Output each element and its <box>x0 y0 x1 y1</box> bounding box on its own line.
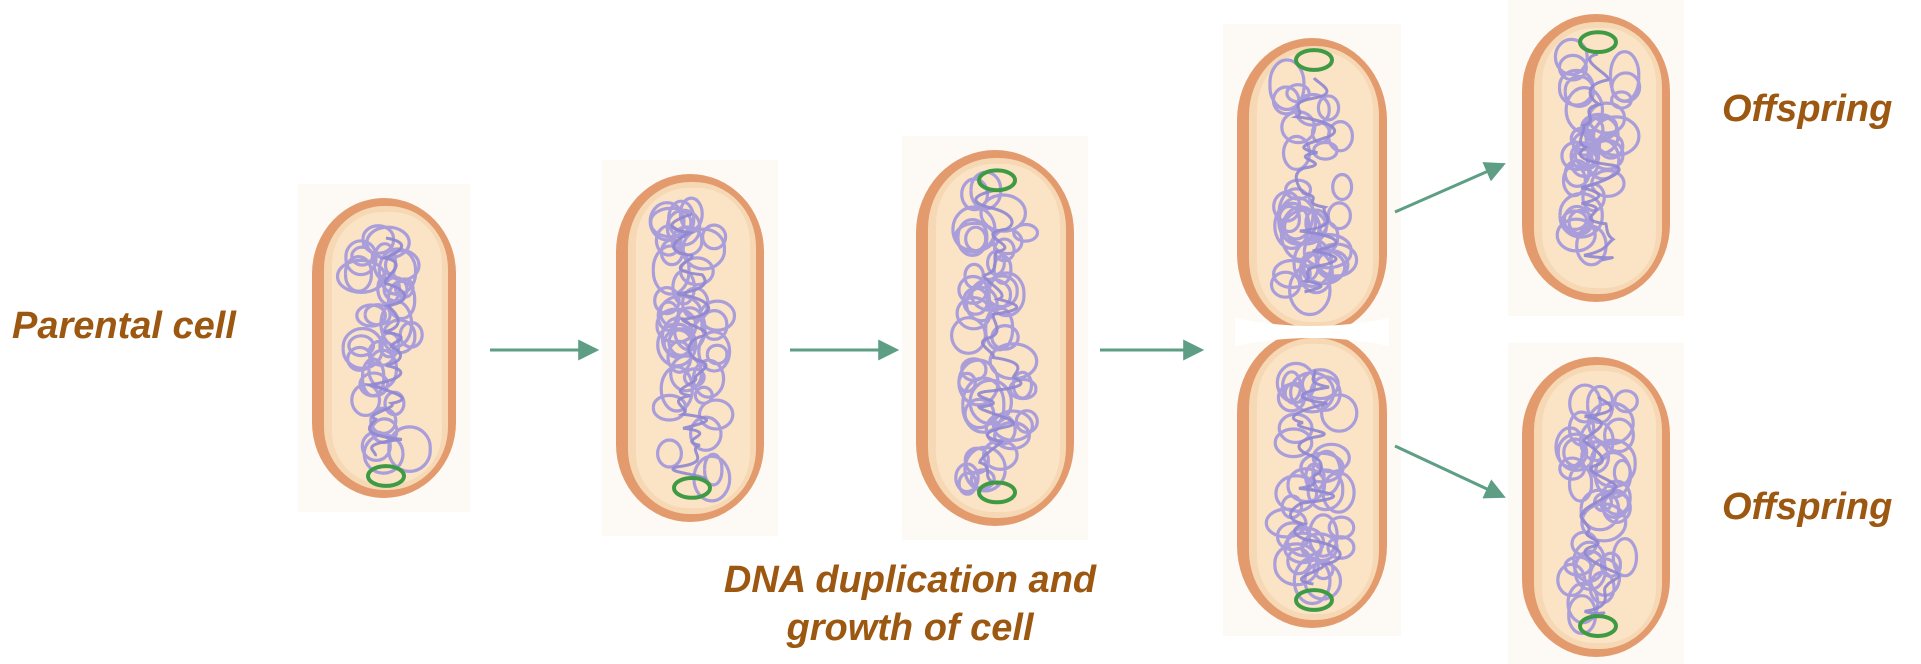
parental-cell-label: Parental cell <box>12 303 236 351</box>
dividing-cell <box>1223 24 1401 636</box>
dna-duplication-line1: DNA duplication and <box>700 557 1120 605</box>
right-arrow-icon <box>1395 446 1502 496</box>
offspring-bottom-label: Offspring <box>1722 484 1892 532</box>
dna-duplication-line2: growth of cell <box>700 605 1120 653</box>
cytoplasm <box>936 164 1060 512</box>
grown-cell <box>902 136 1088 540</box>
dna-duplication-label: DNA duplication and growth of cell <box>700 557 1120 652</box>
offspring-cell-top <box>1508 0 1684 316</box>
right-arrow-icon <box>1395 165 1502 212</box>
offspring-cell-bottom <box>1508 343 1684 664</box>
parental-cell <box>298 184 470 512</box>
offspring-top-label: Offspring <box>1722 86 1892 134</box>
elongating-cell <box>602 160 778 536</box>
